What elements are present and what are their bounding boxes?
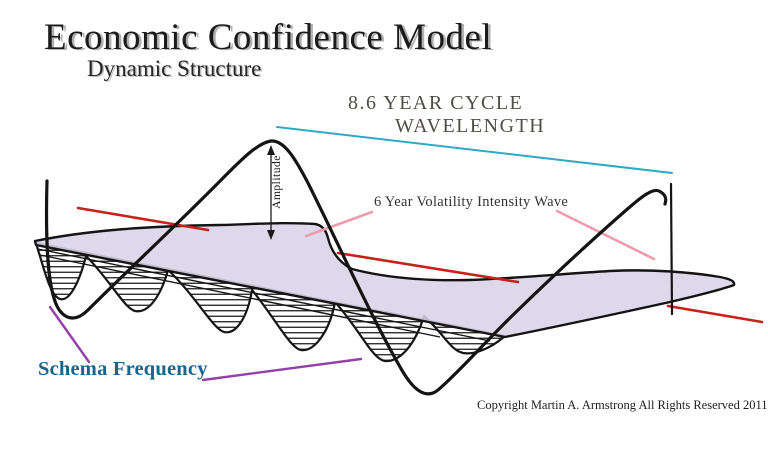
cycle-wavelength-label-line1: 8.6 YEAR CYCLE xyxy=(348,92,524,114)
main-cycle-wave xyxy=(44,139,668,396)
red-trend-segment-left xyxy=(76,206,210,232)
page-subtitle: Dynamic Structure xyxy=(87,56,262,81)
strip-top-edge-line-2 xyxy=(37,248,491,342)
amplitude-arrowhead-top xyxy=(267,145,275,155)
purple-callout-line-left xyxy=(48,305,91,364)
cycle-wavelength-label-line2: WAVELENGTH xyxy=(395,115,546,137)
red-trend-segment-middle xyxy=(336,251,520,284)
strip-top-edge-line-3 xyxy=(39,254,441,338)
page-title: Economic Confidence Model xyxy=(44,17,493,58)
copyright-notice: Copyright Martin A. Armstrong All Rights… xyxy=(477,398,768,412)
amplitude-label: Amplitude xyxy=(271,155,283,209)
amplitude-arrow xyxy=(267,145,275,240)
pink-callout-line-right xyxy=(555,209,656,261)
pink-callout-line-left xyxy=(304,210,374,238)
red-trend-segment-right xyxy=(666,304,764,324)
purple-callout-line-right xyxy=(201,357,363,382)
volatility-band xyxy=(33,221,736,339)
schema-frequency-label: Schema Frequency xyxy=(38,358,208,380)
wavelength-line xyxy=(276,126,673,174)
amplitude-arrowhead-bottom xyxy=(267,230,275,240)
volatility-wave-label: 6 Year Volatility Intensity Wave xyxy=(374,194,569,210)
cycle-end-vertical-line xyxy=(669,182,674,316)
red-trend-line xyxy=(76,206,764,324)
